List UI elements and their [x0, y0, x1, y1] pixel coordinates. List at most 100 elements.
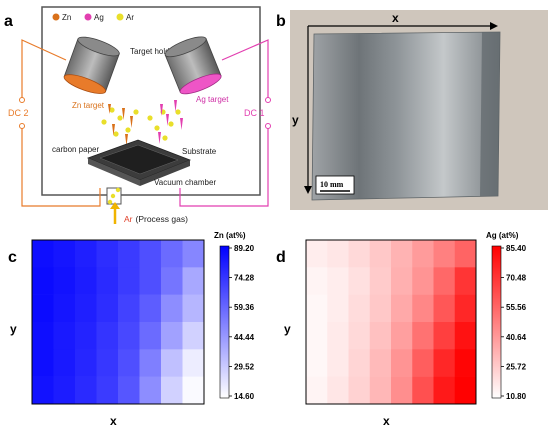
substrate-stage [86, 139, 192, 186]
zn-heatmap-cell [96, 267, 119, 295]
zn-heatmap-cell [53, 376, 76, 405]
zn-heatmap-cell [118, 240, 140, 268]
ag-heatmap-cell [454, 294, 477, 323]
zn-heatmap-cell [139, 349, 162, 377]
zn-heatmap-cell [182, 376, 205, 405]
zn-heatmap-cell [118, 349, 140, 377]
dc1-circuit [179, 39, 271, 207]
zn-heatmap-cell [75, 240, 97, 268]
ag-heatmap-cell [433, 376, 456, 405]
zn-heatmap-cell [53, 267, 76, 295]
ag-heatmap-cell [412, 267, 434, 295]
ag-colorbar-tick-label: 25.72 [506, 362, 527, 371]
zn-heatmap-cell [53, 294, 76, 323]
ag-heatmap-cell [412, 240, 434, 268]
zn-heatmap-cell [96, 322, 119, 350]
zn-heatmap-cell [182, 240, 205, 268]
zn-heatmap-cell [161, 240, 183, 268]
zn-colorbar-tick-label: 59.36 [234, 303, 255, 312]
legend-ag-dot [84, 13, 92, 21]
zn-heatmap-cell [182, 322, 205, 350]
zn-heatmap-cell [32, 349, 54, 377]
zn-heatmap-cell [139, 294, 162, 323]
ag-heatmap-cell [369, 376, 392, 405]
ag-heatmap-cell [327, 240, 349, 268]
ag-heatmap-cell [454, 322, 477, 350]
zn-heatmap-cell [96, 376, 119, 405]
zn-heatmap-cell [32, 267, 54, 295]
panel-d-ag-heatmap: d y x Ag (at%) 85.4070.4855.5640.6425.72… [276, 231, 527, 428]
zn-heatmap-cell [182, 349, 205, 377]
vacuum-chamber-label: Vacuum chamber [154, 178, 216, 187]
ag-heatmap-cell [306, 322, 328, 350]
zn-heatmap-cell [118, 322, 140, 350]
ag-heatmap-cell [454, 267, 477, 295]
ag-heatmap-cell [454, 240, 477, 268]
ag-heatmap-cell [327, 322, 349, 350]
zn-heatmap-cell [139, 376, 162, 405]
ag-colorbar [491, 245, 502, 399]
panel-letter-c: c [8, 249, 17, 266]
legend-ar-label: Ar [126, 13, 134, 22]
zn-colorbar-tick-label: 74.28 [234, 274, 255, 283]
ag-heatmap-cell [348, 240, 371, 268]
ag-colorbar-tick-label: 40.64 [506, 333, 527, 342]
zn-target-disk [63, 74, 107, 94]
zn-heatmap-cell [32, 294, 54, 323]
ag-colorbar-tick-label: 85.40 [506, 244, 527, 253]
ag-heatmap-cell [306, 294, 328, 323]
ag-heatmap-cell [412, 294, 434, 323]
zn-colorbar-tick-label: 29.52 [234, 362, 255, 371]
zn-heatmap-cell [161, 376, 183, 405]
zn-colorbar-title: Zn (at%) [214, 231, 246, 240]
legend-zn-dot [52, 13, 60, 21]
ag-heatmap-frame [305, 239, 477, 405]
dc2-label: DC 2 [8, 108, 29, 118]
zn-heatmap-cell [139, 322, 162, 350]
zn-heatmap-cell [118, 376, 140, 405]
zn-heatmap-cell [182, 267, 205, 295]
panel-b-photo: b x y 10 mm [276, 10, 548, 210]
ag-heatmap-cell [369, 267, 392, 295]
ag-y-label: y [284, 322, 291, 336]
zn-heatmap-cell [53, 240, 76, 268]
ag-colorbar-tick-label: 55.56 [506, 303, 527, 312]
ag-heatmap-cell [327, 349, 349, 377]
ag-colorbar-title: Ag (at%) [486, 231, 519, 240]
legend-ag-label: Ag [94, 13, 104, 22]
panel-letter-d: d [276, 249, 286, 266]
zn-heatmap-cell [96, 349, 119, 377]
ag-heatmap-cell [433, 322, 456, 350]
ag-heatmap-cell [391, 376, 413, 405]
zn-heatmap-cell [32, 240, 54, 268]
zn-heatmap-cell [75, 322, 97, 350]
ag-heatmap-cell [348, 267, 371, 295]
ag-heatmap-cell [306, 267, 328, 295]
zn-heatmap-cell [53, 322, 76, 350]
carbon-paper-label: carbon paper [52, 145, 99, 154]
dc1-label: DC 1 [244, 108, 265, 118]
ag-heatmap-cell [327, 267, 349, 295]
scale-bar-label: 10 mm [320, 180, 344, 189]
zn-heatmap-cell [75, 349, 97, 377]
ag-heatmap-cell [306, 376, 328, 405]
ag-heatmap-cell [391, 267, 413, 295]
ag-heatmap-cell [306, 240, 328, 268]
zn-y-label: y [10, 322, 17, 336]
ag-heatmap-cell [454, 376, 477, 405]
zn-heatmap-cell [139, 240, 162, 268]
zn-heatmap-cell [75, 294, 97, 323]
legend-zn-label: Zn [62, 13, 71, 22]
ag-heatmap-cell [327, 376, 349, 405]
gas-inlet [106, 187, 122, 224]
ag-heatmap-cell [433, 294, 456, 323]
zn-heatmap-cell [182, 294, 205, 323]
panel-letter-a: a [4, 13, 13, 30]
zn-colorbar-tick-label: 44.44 [234, 333, 255, 342]
ag-heatmap-cell [391, 240, 413, 268]
zn-heatmap-cell [161, 322, 183, 350]
zn-heatmap-cell [75, 376, 97, 405]
